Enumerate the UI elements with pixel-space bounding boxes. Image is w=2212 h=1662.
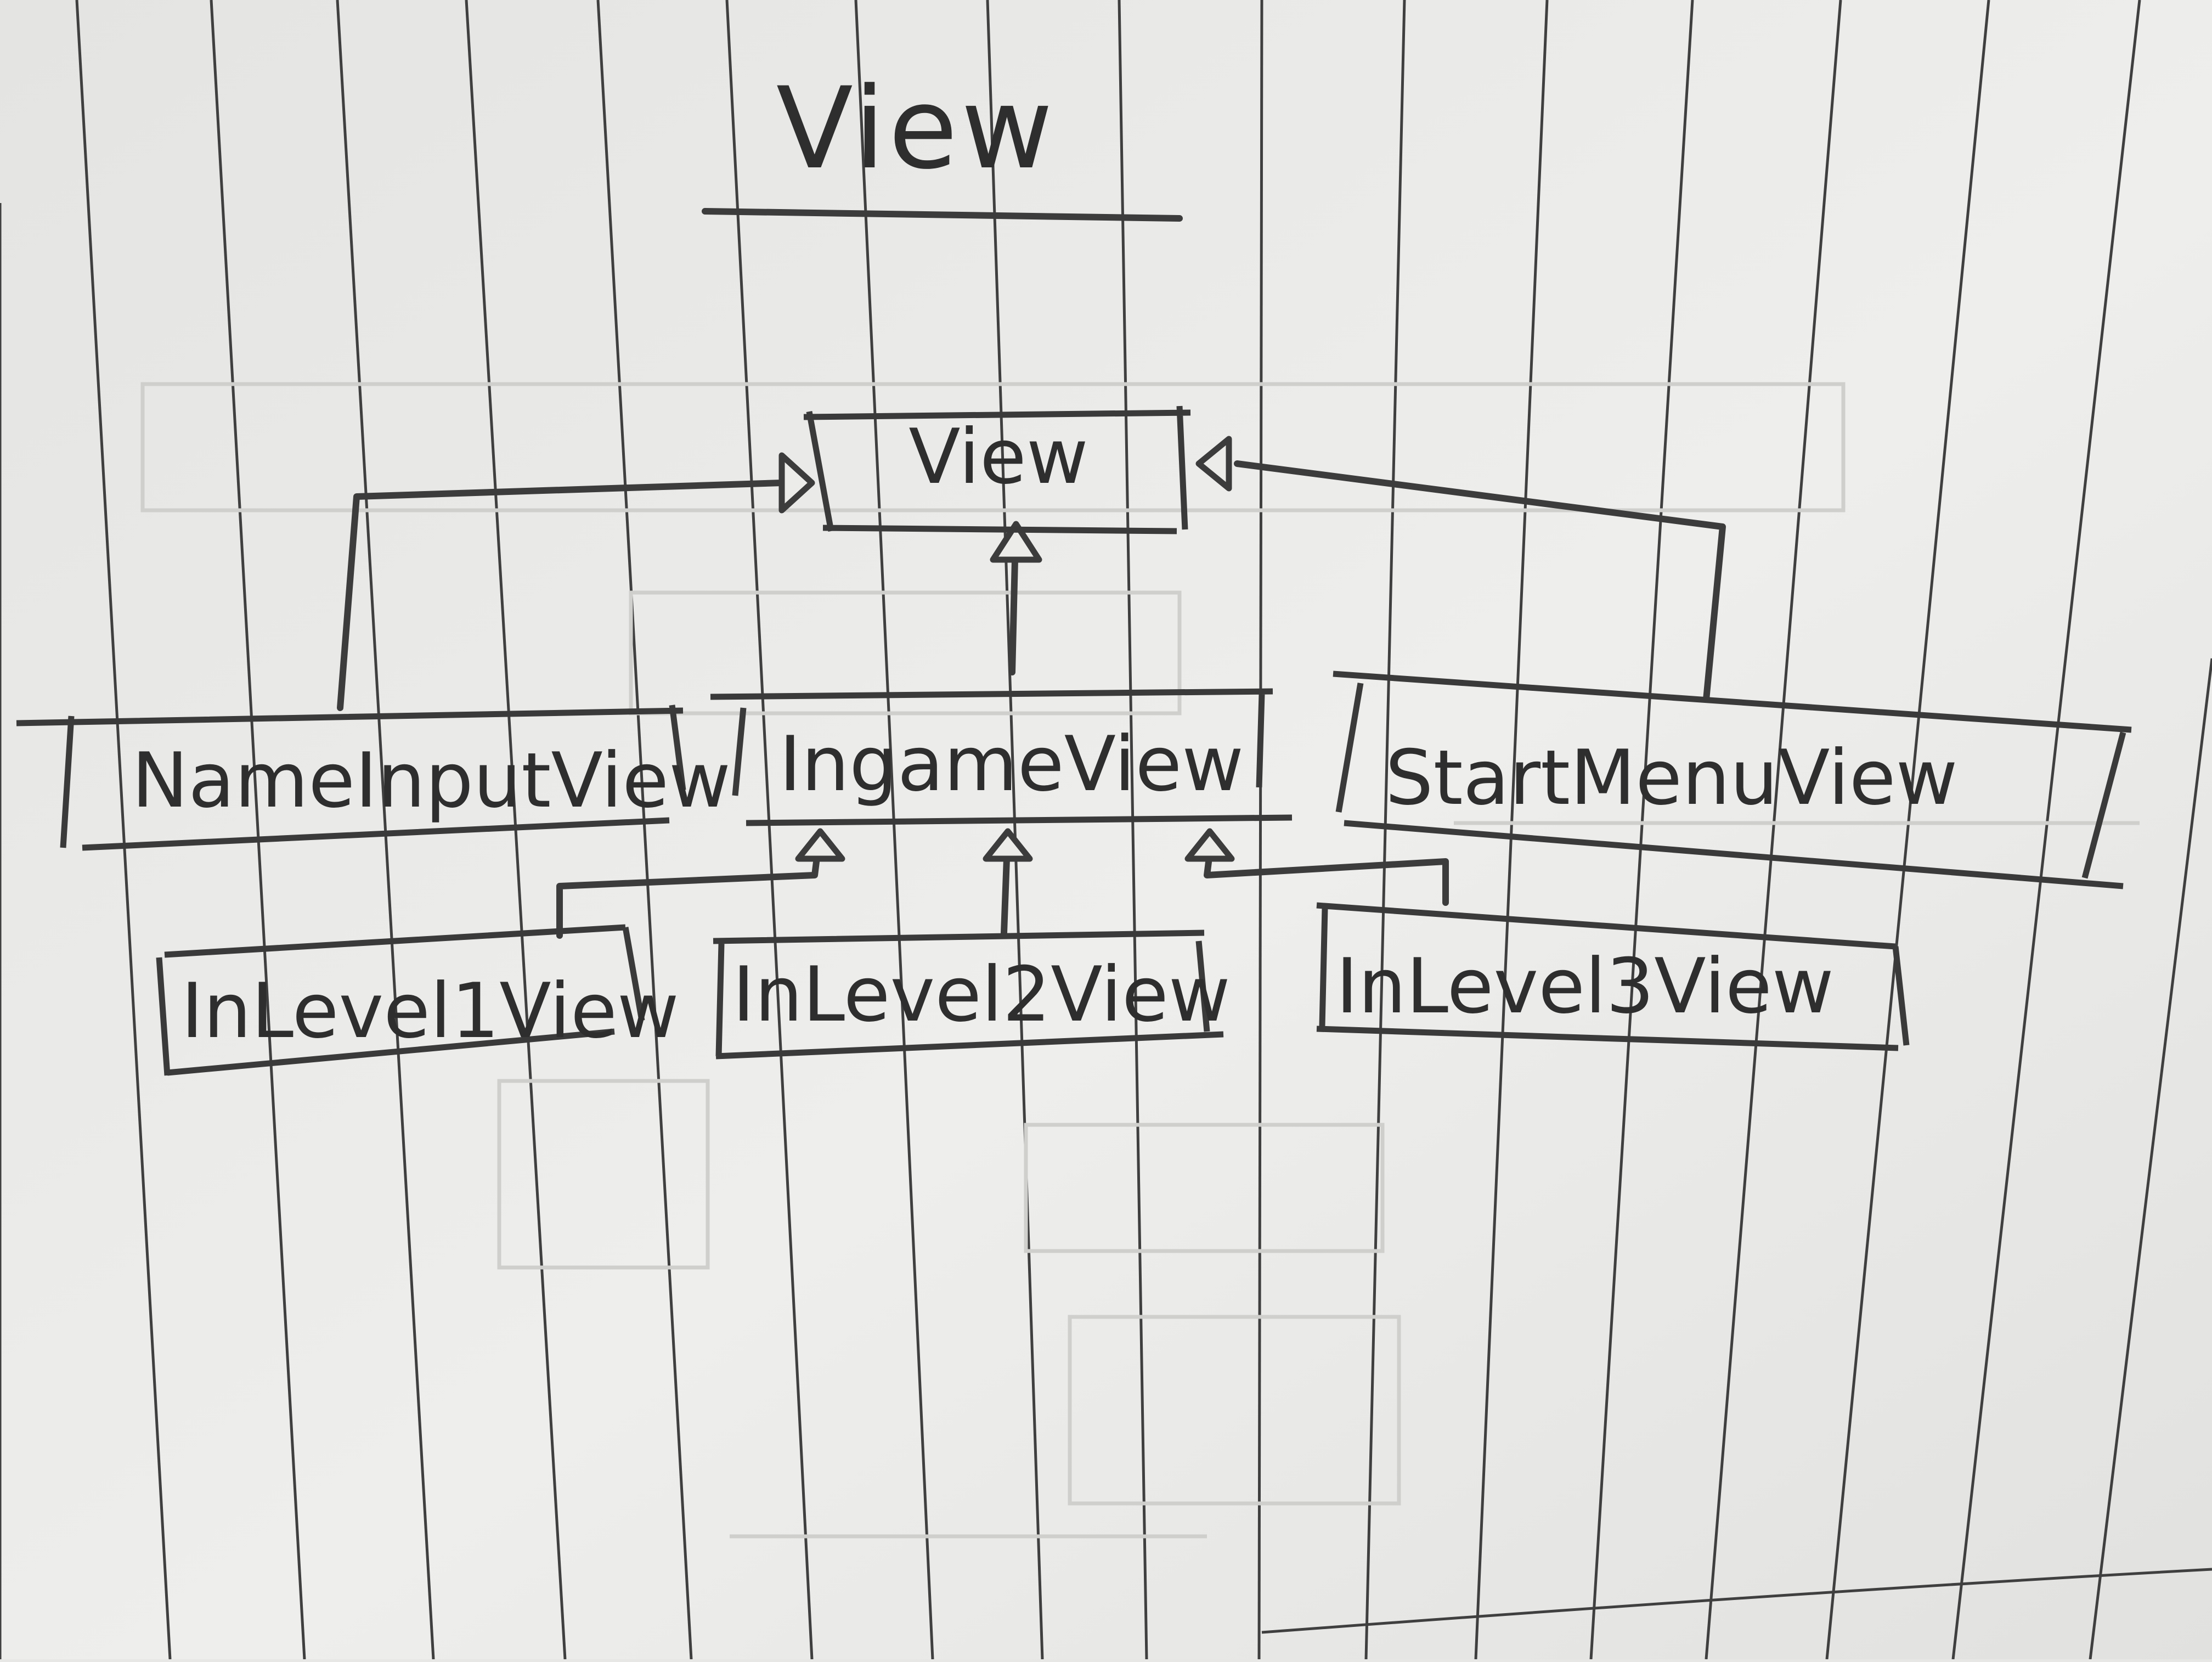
class-label-inlevel2view: InLevel2View (732, 950, 1231, 1039)
show-through-marks (140, 382, 2140, 1539)
inheritance-edges (337, 460, 1726, 939)
triangle-arrowhead-icon (1184, 828, 1235, 862)
class-label-nameinputview: NameInputView (132, 736, 731, 825)
class-box-ingameview: IngameView (710, 688, 1293, 826)
edge-startmenuview-to-view (1234, 460, 1726, 703)
class-label-inlevel3view: InLevel3View (1336, 942, 1834, 1030)
class-label-view: View (909, 413, 1088, 501)
edge-inlevel2view-to-ingameview (1001, 855, 1010, 936)
edge-inlevel3view-to-ingameview (1204, 850, 1449, 906)
edge-nameinputview-to-view (337, 480, 785, 711)
class-box-inlevel2view: InLevel2View (713, 929, 1231, 1060)
class-label-ingameview: IngameView (779, 720, 1244, 808)
edge-inlevel1view-to-ingameview (556, 850, 821, 939)
class-box-inlevel1view: InLevel1View (156, 924, 679, 1076)
class-box-view: View (803, 405, 1191, 534)
class-label-inlevel1view: InLevel1View (181, 967, 679, 1055)
triangle-arrowhead-icon (778, 452, 815, 514)
inheritance-arrowheads (778, 436, 1235, 862)
diagram-title: View (702, 64, 1183, 222)
edge-ingameview-to-view (1009, 556, 1018, 675)
title-text: View (776, 64, 1056, 194)
triangle-arrowhead-icon (990, 521, 1042, 563)
class-label-startmenuview: StartMenuView (1385, 734, 1958, 822)
class-box-nameinputview: NameInputView (16, 705, 731, 851)
class-box-startmenuview: StartMenuView (1333, 671, 2132, 889)
triangle-arrowhead-icon (1195, 436, 1232, 492)
class-box-inlevel3view: InLevel3View (1316, 902, 1910, 1051)
triangle-arrowhead-icon (983, 828, 1033, 862)
triangle-arrowhead-icon (795, 828, 845, 862)
